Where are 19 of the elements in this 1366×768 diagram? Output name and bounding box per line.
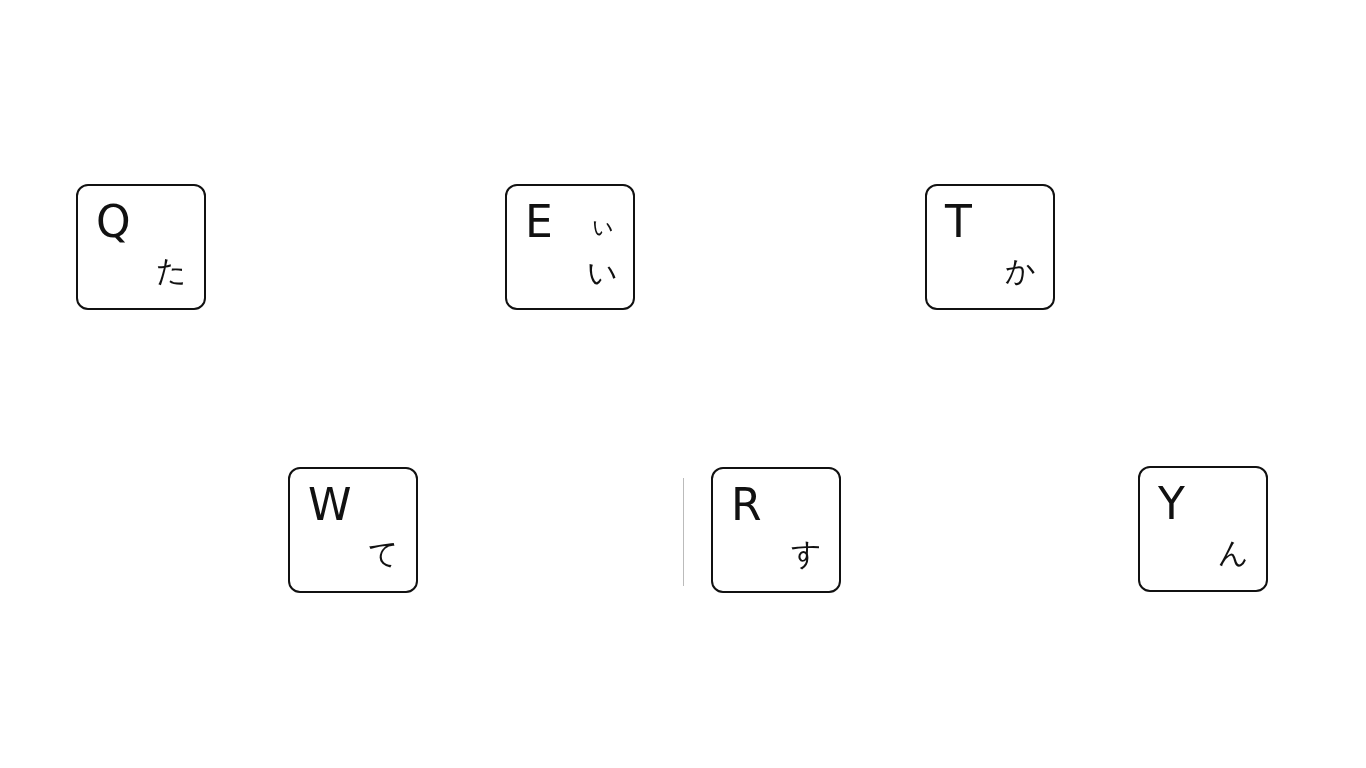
key-letter: T <box>945 200 972 244</box>
key-letter: R <box>731 483 762 527</box>
keycap <box>925 184 1055 310</box>
keycap <box>505 184 635 310</box>
keycap <box>76 184 206 310</box>
key-letter: W <box>308 483 352 527</box>
key-letter: Q <box>96 200 131 244</box>
kana-character: ん <box>1218 538 1249 568</box>
keycap <box>711 467 841 593</box>
kana-character: す <box>791 539 822 569</box>
keycap <box>1138 466 1268 592</box>
key-letter: E <box>525 200 553 244</box>
kana-character: て <box>368 539 399 569</box>
kana-character: た <box>156 256 187 286</box>
kana-character: か <box>1005 256 1036 286</box>
kana-character: い <box>587 258 618 288</box>
kana-character: ぃ <box>589 210 616 236</box>
keycap <box>288 467 418 593</box>
key-letter: Y <box>1158 482 1185 526</box>
